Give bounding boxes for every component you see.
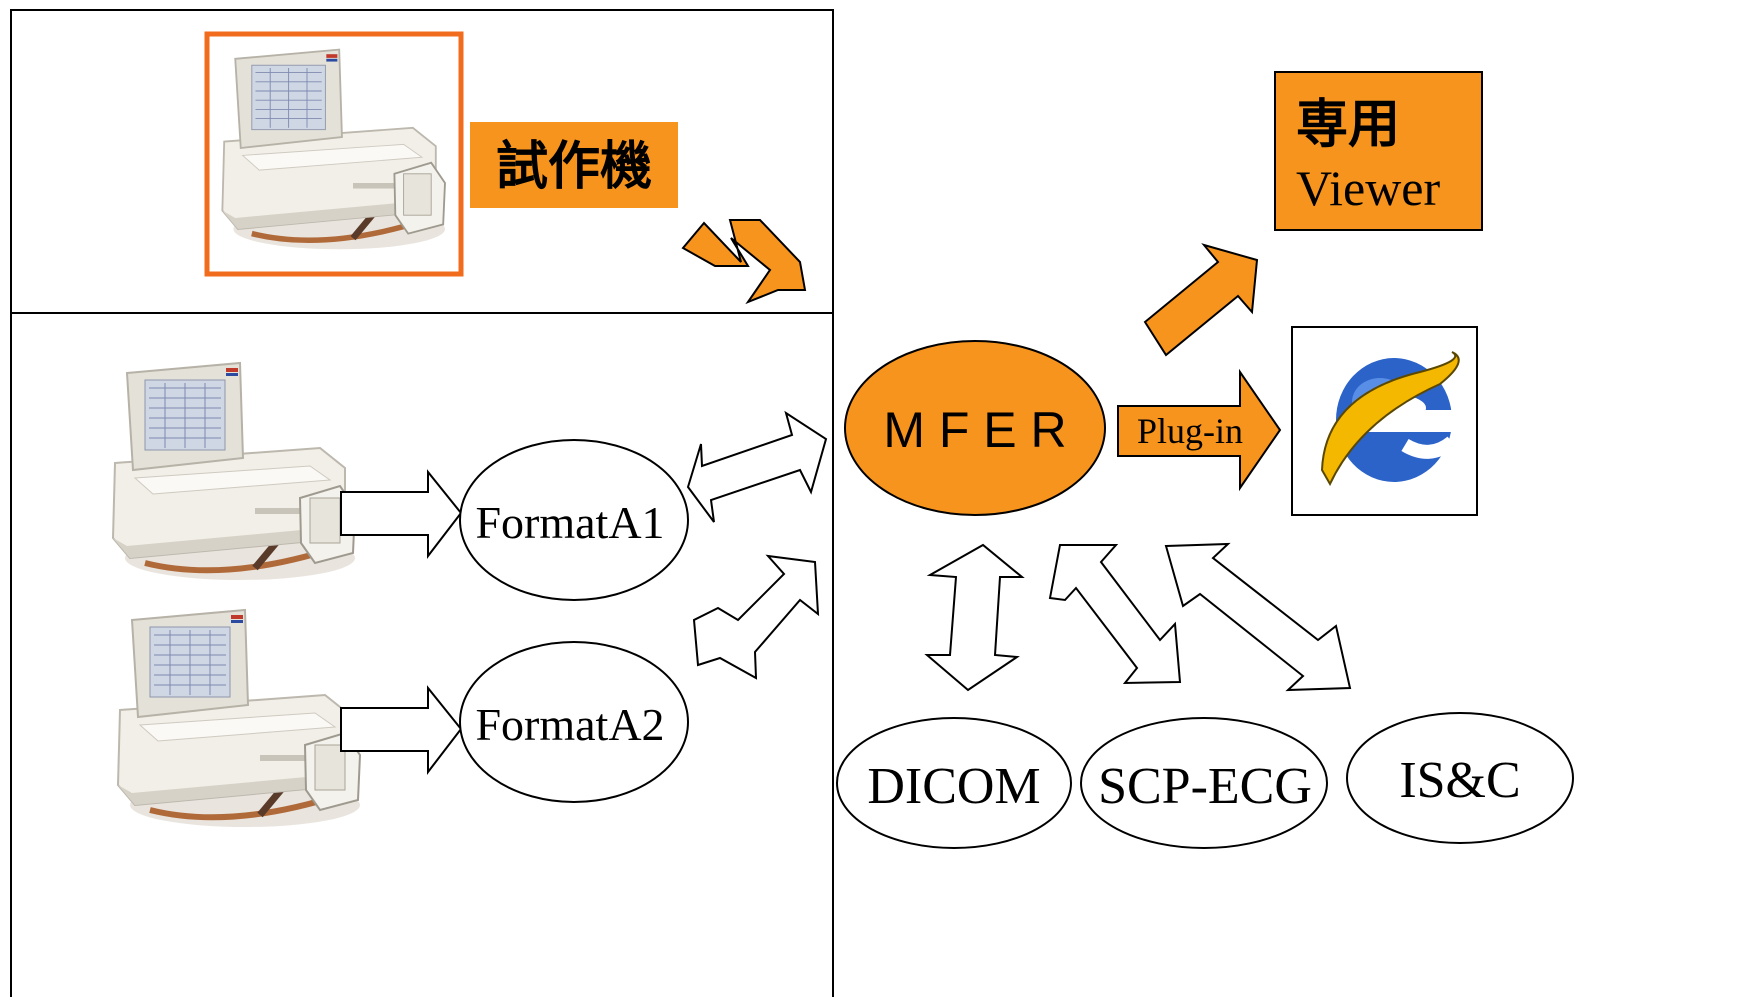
device-1-arrow <box>340 469 463 559</box>
device-2 <box>118 610 360 827</box>
prototype-label-box <box>470 122 678 208</box>
scpecg-label: SCP-ECG <box>1098 758 1312 815</box>
internet-explorer-icon <box>1320 351 1460 487</box>
devices-panel <box>10 312 834 997</box>
dicom-label: DICOM <box>867 758 1040 815</box>
prototype-label: 試作機 <box>496 138 652 196</box>
format-a1-mfer-arrow <box>686 410 828 523</box>
ecg-monitor-icon <box>222 50 445 250</box>
isc-node <box>1346 712 1574 844</box>
format-a1-label: FormatA1 <box>475 497 664 548</box>
mfer-node <box>844 340 1106 516</box>
prototype-device <box>204 31 464 277</box>
viewer-subtitle: Viewer <box>1296 160 1440 216</box>
mfer-isc-arrow <box>1164 542 1352 692</box>
plugin-label: Plug-in <box>1137 411 1243 451</box>
dicom-node <box>836 717 1072 849</box>
scpecg-node <box>1080 717 1328 849</box>
format-a2-label: FormatA2 <box>475 699 664 750</box>
isc-label: IS&C <box>1399 752 1520 809</box>
prototype-double-arrow <box>681 219 807 305</box>
device-1 <box>113 363 355 580</box>
format-a2-node <box>459 641 689 803</box>
viewer-arrow <box>1143 243 1259 357</box>
viewer-title: 専用 <box>1296 96 1400 154</box>
viewer-box <box>1274 71 1483 231</box>
mfer-scpecg-arrow <box>1048 544 1182 685</box>
format-a2-mfer-arrow <box>692 554 820 680</box>
format-a1-node <box>459 439 689 601</box>
device-2-arrow <box>340 685 463 775</box>
mfer-dicom-arrow <box>924 543 1025 692</box>
mfer-label: M F E R <box>883 402 1066 458</box>
plugin-arrow <box>1117 368 1282 492</box>
